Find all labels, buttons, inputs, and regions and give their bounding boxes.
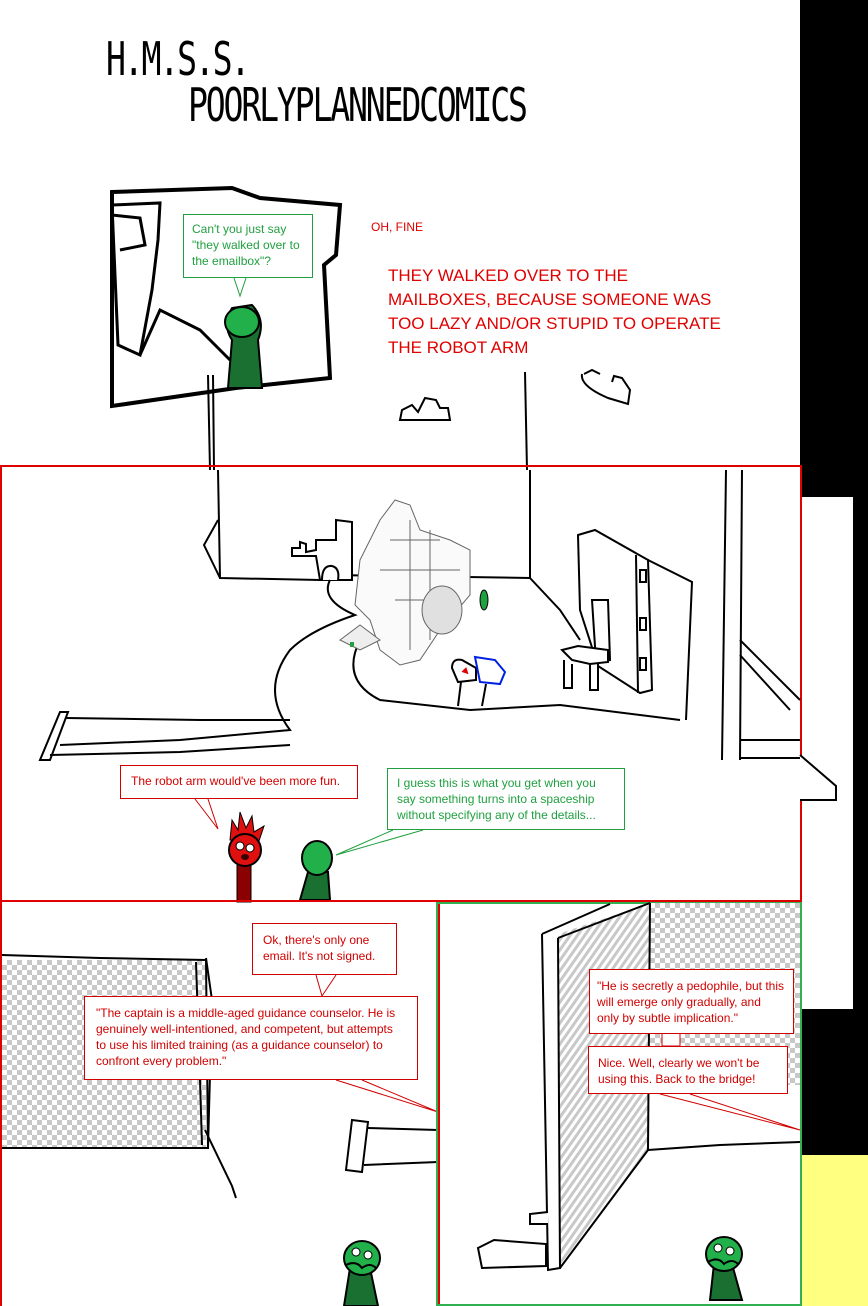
narration-caption: THEY WALKED OVER TO THE MAILBOXES, BECAU… <box>388 266 721 357</box>
speech-bubble-red-panel4-top: "He is secretly a pedophile, but this wi… <box>589 969 794 1034</box>
panel3-frame <box>0 900 440 1306</box>
panel2-drawing <box>38 469 837 903</box>
speech-bubble-red-panel3-top: Ok, there's only one email. It's not sig… <box>252 923 397 975</box>
background-white-block <box>800 497 853 1009</box>
bubble-tail <box>233 277 247 298</box>
panel4-frame <box>436 902 802 1306</box>
panel1-drawing <box>110 185 632 471</box>
narration-oh-fine: OH, FINE <box>371 220 424 234</box>
panel2-bubble-tails <box>194 798 424 856</box>
speech-bubble-green-panel2: I guess this is what you get when you sa… <box>387 768 625 830</box>
speech-bubble-red-panel2: The robot arm would've been more fun. <box>120 765 358 799</box>
speech-bubble-red-panel4-bottom: Nice. Well, clearly we won't be using th… <box>588 1046 788 1094</box>
comic-title-line2: POORLYPLANNEDCOMICS <box>188 78 528 132</box>
speech-bubble-red-panel3-main: "The captain is a middle-aged guidance c… <box>84 996 418 1080</box>
background-yellow-block <box>800 1155 868 1306</box>
speech-bubble-green-panel1: Can't you just say "they walked over to … <box>183 214 313 278</box>
comic-title-line1: H.M.S.S. <box>106 32 250 86</box>
